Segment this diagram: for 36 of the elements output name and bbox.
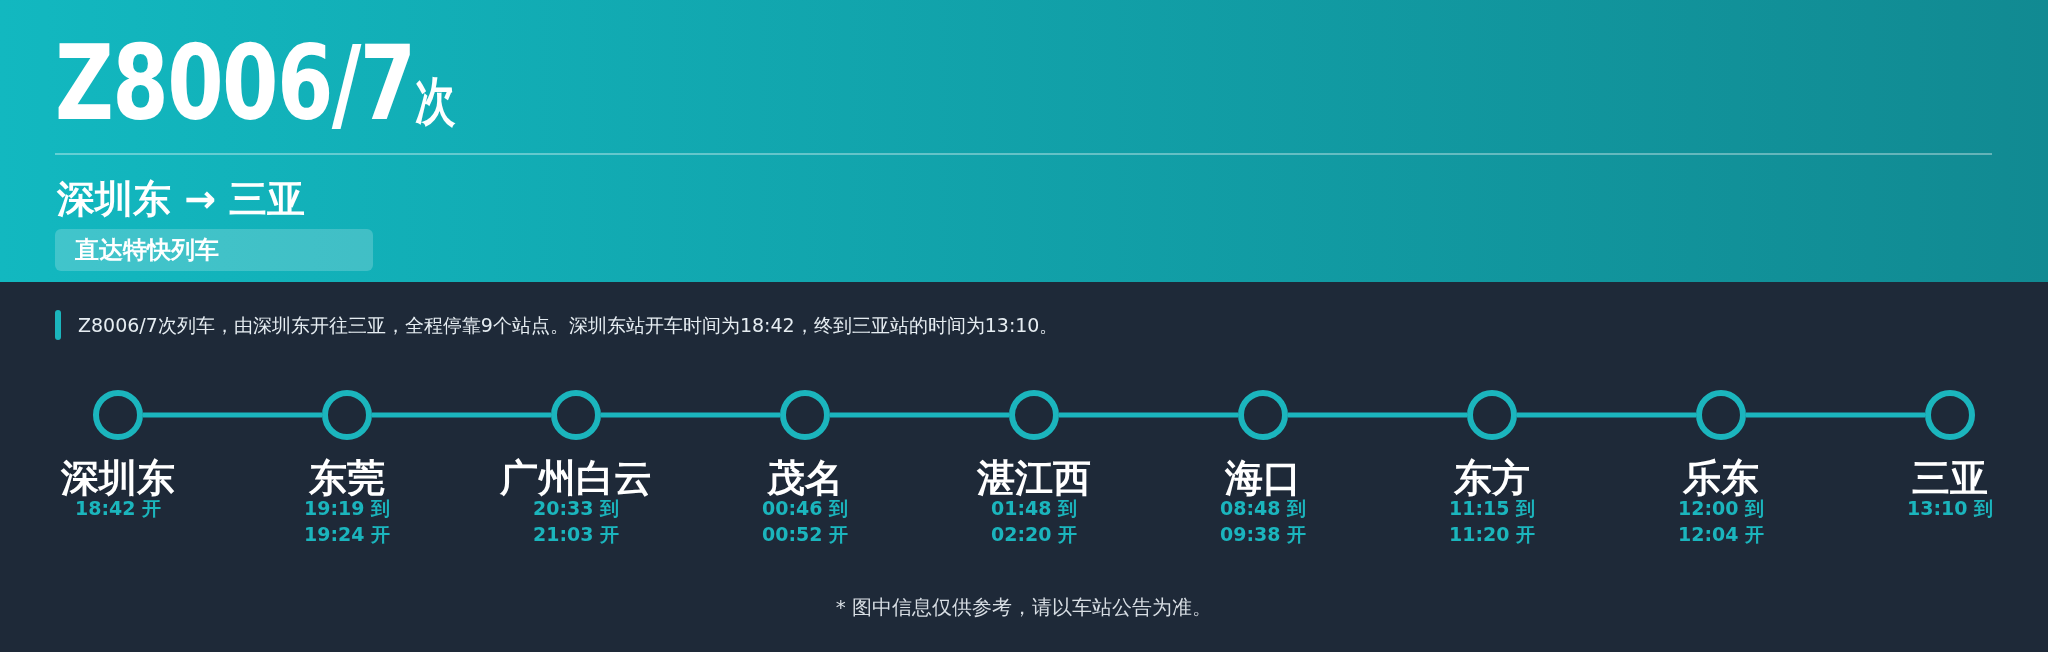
time-label: 21:03 开: [532, 522, 620, 546]
station-name: 茂名: [767, 456, 843, 500]
route-heading: 深圳东 → 三亚: [57, 176, 306, 223]
time-label: 20:33 到: [532, 497, 620, 520]
station-name: 广州白云: [500, 456, 652, 500]
description-text: Z8006/7次列车，由深圳东开往三亚，全程停靠9个站点。深圳东站开车时间为18:42，终到三亚站的时间为13:10。: [78, 313, 1059, 338]
track-line: [1288, 412, 1467, 418]
train-type-badge: 直达特快列车: [55, 229, 373, 271]
time-label: 11:20 开: [1448, 522, 1536, 546]
track-line: [1746, 412, 1925, 418]
time-label: 08:48 到: [1219, 497, 1307, 520]
footnote: * 图中信息仅供参考，请以车站公告为准。: [835, 595, 1213, 619]
station-name: 湛江西: [977, 456, 1091, 500]
time-label: 09:38 开: [1219, 522, 1307, 546]
time-label: 01:48 到: [990, 497, 1078, 520]
time-label: 12:04 开: [1677, 522, 1765, 546]
time-label: 00:46 到: [761, 497, 849, 520]
station-name: 东方: [1454, 456, 1530, 500]
time-label: 19:19 到: [303, 497, 391, 520]
time-label: 11:15 到: [1448, 497, 1536, 520]
station-name: 乐东: [1683, 456, 1759, 500]
track-line: [830, 412, 1009, 418]
time-label: 02:20 开: [990, 522, 1078, 546]
track-line: [372, 412, 551, 418]
track-line: [601, 412, 780, 418]
track-line: [143, 412, 322, 418]
track-line: [1059, 412, 1238, 418]
station-name: 海口: [1225, 456, 1301, 500]
time-label: 12:00 到: [1677, 497, 1765, 520]
track-line: [1517, 412, 1696, 418]
station-name: 东莞: [309, 456, 385, 500]
time-label: 18:42 开: [74, 497, 162, 520]
station-name: 深圳东: [61, 456, 175, 500]
time-label: 00:52 开: [761, 522, 849, 546]
time-label: 19:24 开: [303, 522, 391, 546]
train-number-title: Z8006/7次: [55, 28, 456, 146]
